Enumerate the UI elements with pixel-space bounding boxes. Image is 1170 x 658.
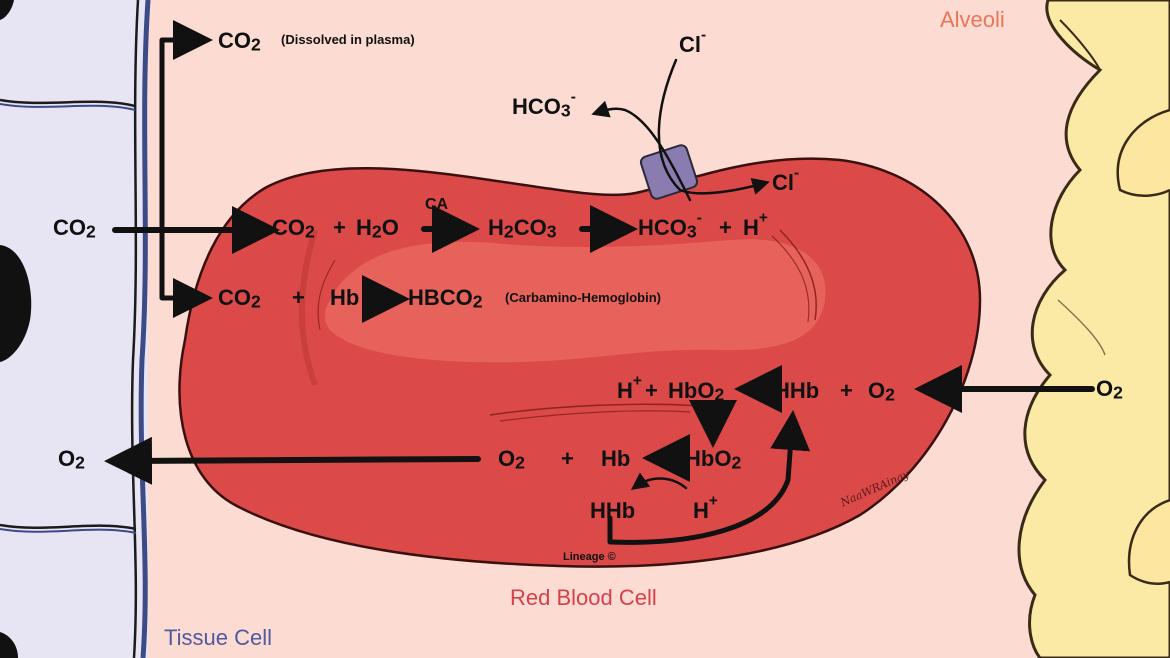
carbamino-hemoglobin-note: (Carbamino-Hemoglobin) bbox=[505, 290, 661, 305]
red-blood-cell bbox=[178, 157, 982, 568]
co2-tissue: CO2 bbox=[53, 215, 96, 242]
red-blood-cell-label: Red Blood Cell bbox=[510, 585, 657, 610]
chloride-inside: Cl- bbox=[772, 164, 800, 195]
unloading-hhb: HHb bbox=[590, 498, 636, 523]
reaction2-plus: + bbox=[292, 285, 305, 310]
tissue-cell-label: Tissue Cell bbox=[164, 625, 272, 650]
reaction1-h-ion: H+ bbox=[743, 209, 768, 240]
unloading-hbo2: HbO2 bbox=[685, 446, 742, 473]
loading-hhb: HHb bbox=[774, 378, 820, 403]
reaction2-co2: CO2 bbox=[218, 285, 261, 312]
reaction1-co2: CO2 bbox=[272, 215, 315, 242]
o2-tissue: O2 bbox=[58, 446, 85, 473]
o2-alveoli: O2 bbox=[1096, 376, 1123, 403]
unloading-h-ion: H+ bbox=[693, 492, 718, 523]
chloride-outside: Cl- bbox=[679, 26, 707, 57]
arrow-hco3-out bbox=[591, 100, 692, 202]
arrow-hhb-cycle bbox=[607, 410, 811, 545]
arrow-cl-in bbox=[657, 58, 770, 195]
alveoli-cells bbox=[1017, 0, 1170, 658]
lineage-credit: Lineage © bbox=[563, 551, 616, 563]
loading-o2: O2 bbox=[868, 378, 895, 405]
carbonic-anhydrase-label: CA bbox=[425, 196, 449, 213]
reaction1-h2o: H2O bbox=[356, 215, 399, 242]
reaction1-hco3: HCO3- bbox=[638, 209, 702, 242]
arrow-co2-dissolved bbox=[159, 20, 213, 233]
reaction1-h2co3: H2CO3 bbox=[488, 215, 557, 242]
unloading-plus: + bbox=[561, 446, 574, 471]
unloading-o2: O2 bbox=[498, 446, 525, 473]
loading-plus: + bbox=[645, 378, 658, 403]
arrow-h-to-hhb bbox=[630, 472, 688, 490]
arrow-o2-to-tissue bbox=[104, 436, 481, 485]
co2-dissolved: CO2 bbox=[218, 28, 261, 55]
loading-h-ion: H+ bbox=[617, 372, 642, 403]
tissue-cells bbox=[0, 0, 151, 658]
unloading-hb: Hb bbox=[601, 446, 631, 471]
dissolved-in-plasma-note: (Dissolved in plasma) bbox=[281, 32, 415, 47]
reaction1-plus2: + bbox=[719, 215, 732, 240]
alveoli-label: Alveoli bbox=[940, 7, 1005, 32]
bicarbonate-out: HCO3- bbox=[512, 88, 576, 121]
reaction2-hbco2: HBCO2 bbox=[408, 285, 483, 312]
loading-hbo2: HbO2 bbox=[668, 378, 725, 405]
loading-plus2: + bbox=[840, 378, 853, 403]
arrow-co2-carbamino bbox=[159, 227, 213, 318]
reaction1-plus: + bbox=[333, 215, 346, 240]
reaction2-hb: Hb bbox=[330, 285, 360, 310]
